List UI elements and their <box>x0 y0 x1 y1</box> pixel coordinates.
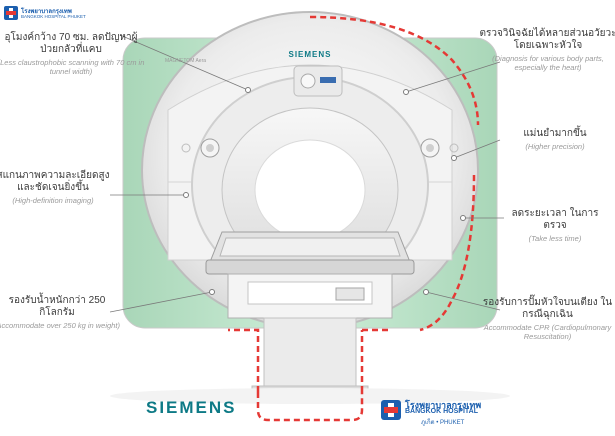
logo-bottom-name: โรงพยาบาลกรุงเทพ <box>405 400 482 410</box>
siemens-logo: SIEMENS <box>146 398 237 417</box>
siemens-gantry-label: SIEMENS <box>288 50 331 59</box>
callout-diagnosis-th: ตรวจวินิจฉัยได้หลายส่วนอวัยวะ โดยเฉพาะหั… <box>479 28 615 51</box>
callout-tunnel-th: อุโมงค์กว้าง 70 ซม. ลดปัญหาผู้ป่วยกลัวที… <box>4 32 138 55</box>
hospital-logo-top: โรงพยาบาลกรุงเทพ BANGKOK HOSPITAL PHUKET <box>4 4 86 28</box>
callout-precision-th: แม่นยำมากขึ้น <box>523 128 587 139</box>
logo-sub: BANGKOK HOSPITAL PHUKET <box>21 14 86 19</box>
callout-tunnel-en: (Less claustrophobic scanning with 70 cm… <box>0 58 145 76</box>
highlight-table <box>228 328 392 422</box>
logo-bottom-english: BANGKOK HOSPITAL <box>405 408 478 415</box>
logo-bottom-branch: ภูเก็ต • PHUKET <box>421 420 465 426</box>
callout-imaging: สแกนภาพความละเอียดสูง และชัดเจนยิ่งขึ้น … <box>0 170 118 205</box>
gantry-display <box>293 65 343 97</box>
callout-weight: รองรับน้ำหนักกว่า 250 กิโลกรัม (Accommod… <box>0 295 122 330</box>
callout-cpr-th: รองรับการปั๊มหัวใจบนเตียง ในกรณีฉุกเฉิน <box>482 297 613 320</box>
callout-cpr: รองรับการปั๊มหัวใจบนเตียง ในกรณีฉุกเฉิน … <box>480 297 615 341</box>
callout-weight-th: รองรับน้ำหนักกว่า 250 กิโลกรัม <box>8 295 106 318</box>
callout-imaging-th: สแกนภาพความละเอียดสูง และชัดเจนยิ่งขึ้น <box>0 170 110 193</box>
callout-time: ลดระยะเวลา ในการตรวจ (Take less time) <box>500 208 610 243</box>
callout-tunnel: อุโมงค์กว้าง 70 ซม. ลดปัญหาผู้ป่วยกลัวที… <box>0 32 146 76</box>
callout-precision: แม่นยำมากขึ้น (Higher precision) <box>500 128 610 151</box>
cross-icon <box>4 6 18 20</box>
callout-cpr-en: Accommodate CPR (Cardiopulmonary Resusci… <box>483 323 612 341</box>
callout-time-th: ลดระยะเวลา ในการตรวจ <box>511 208 599 231</box>
model-label: MAGNETOM Aera <box>165 58 206 64</box>
highlight-gantry-top <box>309 15 480 126</box>
callout-time-en: (Take less time) <box>528 234 582 243</box>
callout-precision-en: (Higher precision) <box>525 142 585 151</box>
highlight-gantry-right <box>419 174 476 332</box>
table-pedestal <box>263 317 357 391</box>
callout-diagnosis-en: (Diagnosis for various body parts, espec… <box>492 54 604 72</box>
logo-name: โรงพยาบาลกรุงเทพ <box>21 9 72 15</box>
hospital-logo-bottom: โรงพยาบาลกรุงเทพ BANGKOK HOSPITAL ภูเก็ต… <box>381 398 481 428</box>
callout-imaging-en: (High-definition imaging) <box>12 196 94 205</box>
cross-icon <box>381 400 401 420</box>
callout-weight-en: (Accommodate over 250 kg in weight) <box>0 321 120 330</box>
callout-diagnosis: ตรวจวินิจฉัยได้หลายส่วนอวัยวะ โดยเฉพาะหั… <box>478 28 615 72</box>
